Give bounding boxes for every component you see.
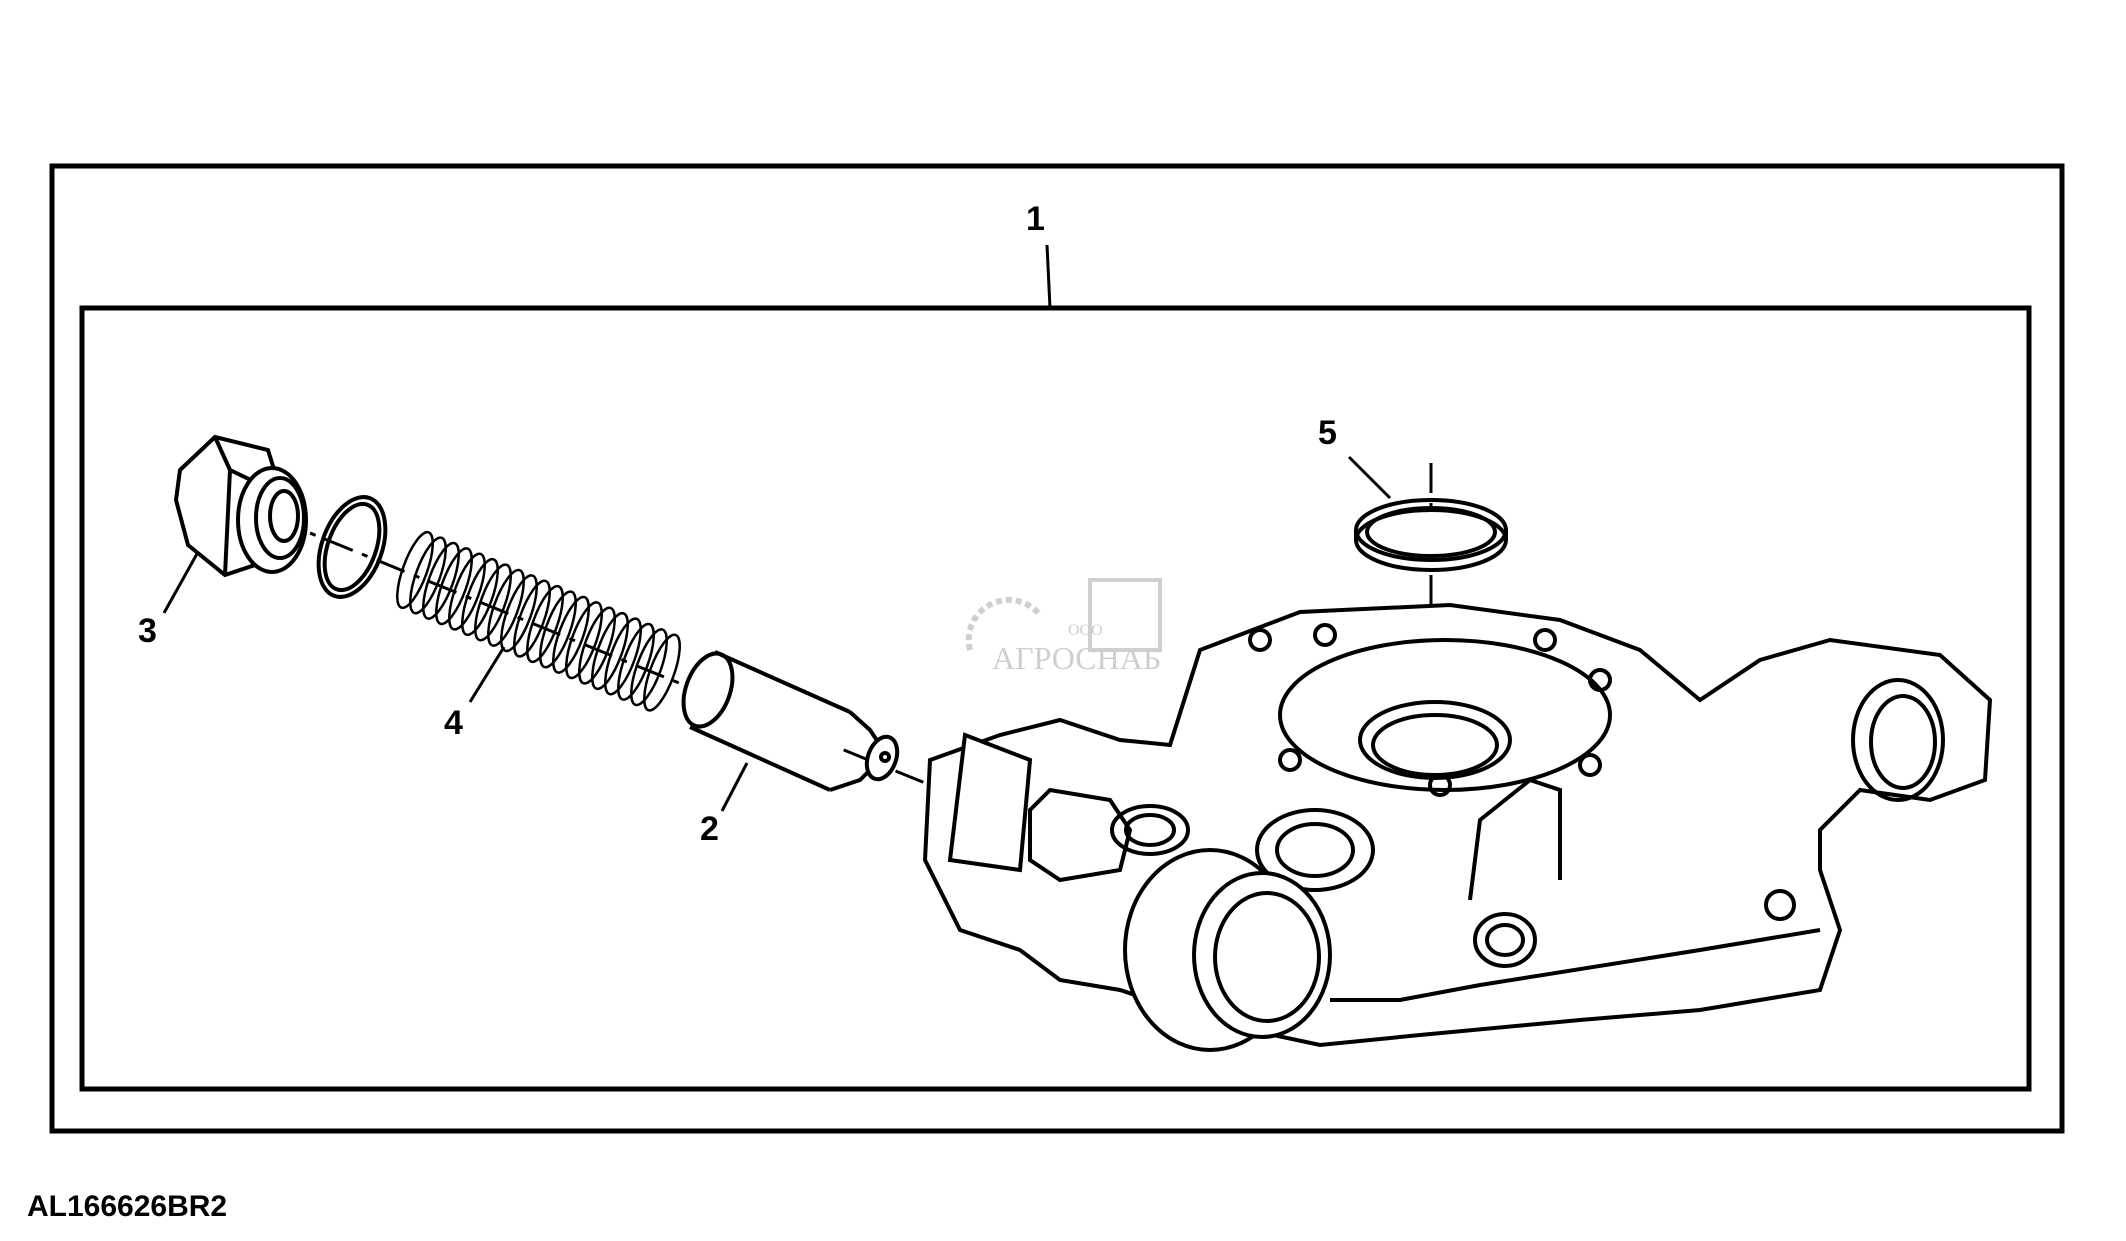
leader-line-5 (1347, 455, 1392, 500)
spring-coil (578, 606, 616, 685)
leader-line-2 (720, 762, 749, 812)
spring-coil (435, 547, 473, 626)
spring-coil (409, 536, 447, 615)
spring-coil (513, 579, 551, 658)
spring-coil (396, 530, 434, 610)
callout-3: 3 (138, 612, 157, 650)
callout-1: 1 (1026, 200, 1045, 238)
watermark-name: АГРОСНАБ (992, 640, 1162, 676)
callout-4: 4 (444, 704, 463, 742)
spring-coil (526, 584, 564, 664)
spring-coil (604, 617, 642, 696)
spring-coil (617, 622, 655, 701)
watermark-prefix: ООО (1068, 622, 1103, 639)
o-ring-part (316, 495, 388, 599)
spring-part (396, 530, 681, 712)
spring-coil (422, 541, 460, 620)
spring-coil (643, 633, 681, 712)
piston-part (681, 650, 900, 792)
spring-coil (487, 568, 525, 647)
assembly-inner-frame (79, 305, 2032, 1092)
centerline-horizontal (272, 516, 931, 787)
ring-part (1354, 498, 1508, 572)
valve-housing (922, 602, 1993, 1052)
agrosnab-watermark-logo: ООО АГРОСНАБ (950, 570, 1200, 680)
spring-coil (461, 557, 499, 637)
spring-coil (448, 552, 486, 631)
spring-coil (552, 595, 590, 674)
leader-line-1 (1045, 244, 1052, 309)
spring-coil (539, 590, 577, 669)
spring-coil (630, 628, 668, 707)
spring-coil (500, 574, 538, 653)
callout-2: 2 (700, 810, 719, 848)
leader-line-3 (162, 551, 200, 614)
plug-part (173, 434, 308, 578)
spring-coil (591, 611, 629, 691)
figure-code: AL166626BR2 (27, 1190, 228, 1223)
assembly-outer-frame (49, 163, 2065, 1134)
leader-line-4 (468, 646, 506, 703)
spring-coil (565, 601, 603, 680)
spring-coil (474, 563, 512, 642)
callout-5: 5 (1318, 414, 1337, 452)
